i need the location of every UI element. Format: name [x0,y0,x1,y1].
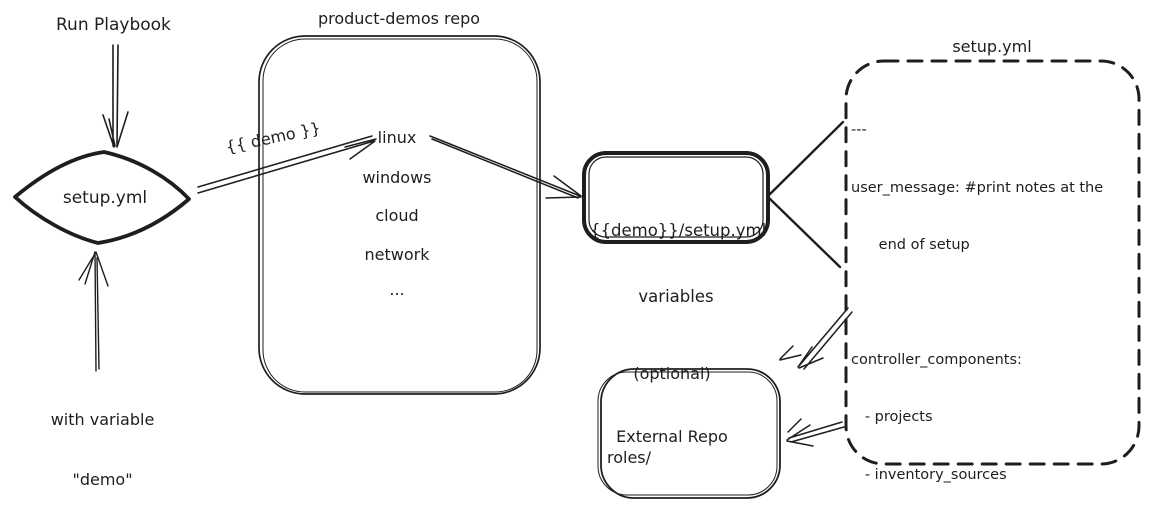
external-repo-content: roles/ playbooks/ .... [607,400,694,505]
arrow-with-variable [78,251,109,372]
connector-variables-to-setup [767,120,845,269]
repo-item-cloud: cloud [375,206,419,225]
arrow-setup-to-external-bottom [786,418,845,447]
variables-box-line2: variables [638,287,714,306]
run-playbook-label: Run Playbook [56,15,171,35]
arrow-linux-to-variables [429,135,582,199]
external-repo-line: roles/ [607,448,652,467]
external-repo-box-echo [597,371,778,496]
yaml-line [851,295,1103,314]
repo-item-ellipsis: ... [389,280,405,299]
external-repo-title: (optional) External Repo [592,321,752,489]
setup-yml-content: --- user_message: #print notes at the en… [851,84,1103,505]
variables-box-echo [588,156,764,238]
yaml-line: end of setup [851,237,970,254]
setup-yml-title: setup.yml [952,37,1032,56]
arrow-run-playbook [102,44,129,148]
yaml-line: - projects [851,409,933,426]
variables-box-line1: {{demo}}/setup.yml [590,221,767,240]
setup-diamond-shape [13,150,191,245]
with-variable-line1: with variable [50,410,155,429]
diamond-label: setup.yml [62,188,148,208]
with-variable-line2: "demo" [72,470,133,489]
repo-box-title: product-demos repo [317,9,481,28]
yaml-line: user_message: #print notes at the [851,179,1104,196]
repo-box-shape [258,35,541,395]
repo-box-echo [262,38,538,393]
yaml-line: --- [851,122,867,139]
yaml-line: - inventory_sources [851,466,1007,483]
variables-box-label: {{demo}}/setup.yml variables [590,176,767,352]
setup-yml-box-shape [844,59,1141,466]
arrow-setup-to-external-top [779,307,853,370]
external-repo-title-line2: External Repo [616,427,728,446]
repo-item-windows: windows [362,168,432,187]
repo-item-linux: linux [377,128,417,147]
arrow-demo-to-linux [197,135,377,194]
external-repo-box-shape [600,368,781,499]
repo-item-network: network [364,245,430,264]
external-repo-title-line1: (optional) [633,364,711,383]
with-variable-label: with variable "demo" [25,370,180,505]
yaml-line: controller_components: [851,351,1022,368]
